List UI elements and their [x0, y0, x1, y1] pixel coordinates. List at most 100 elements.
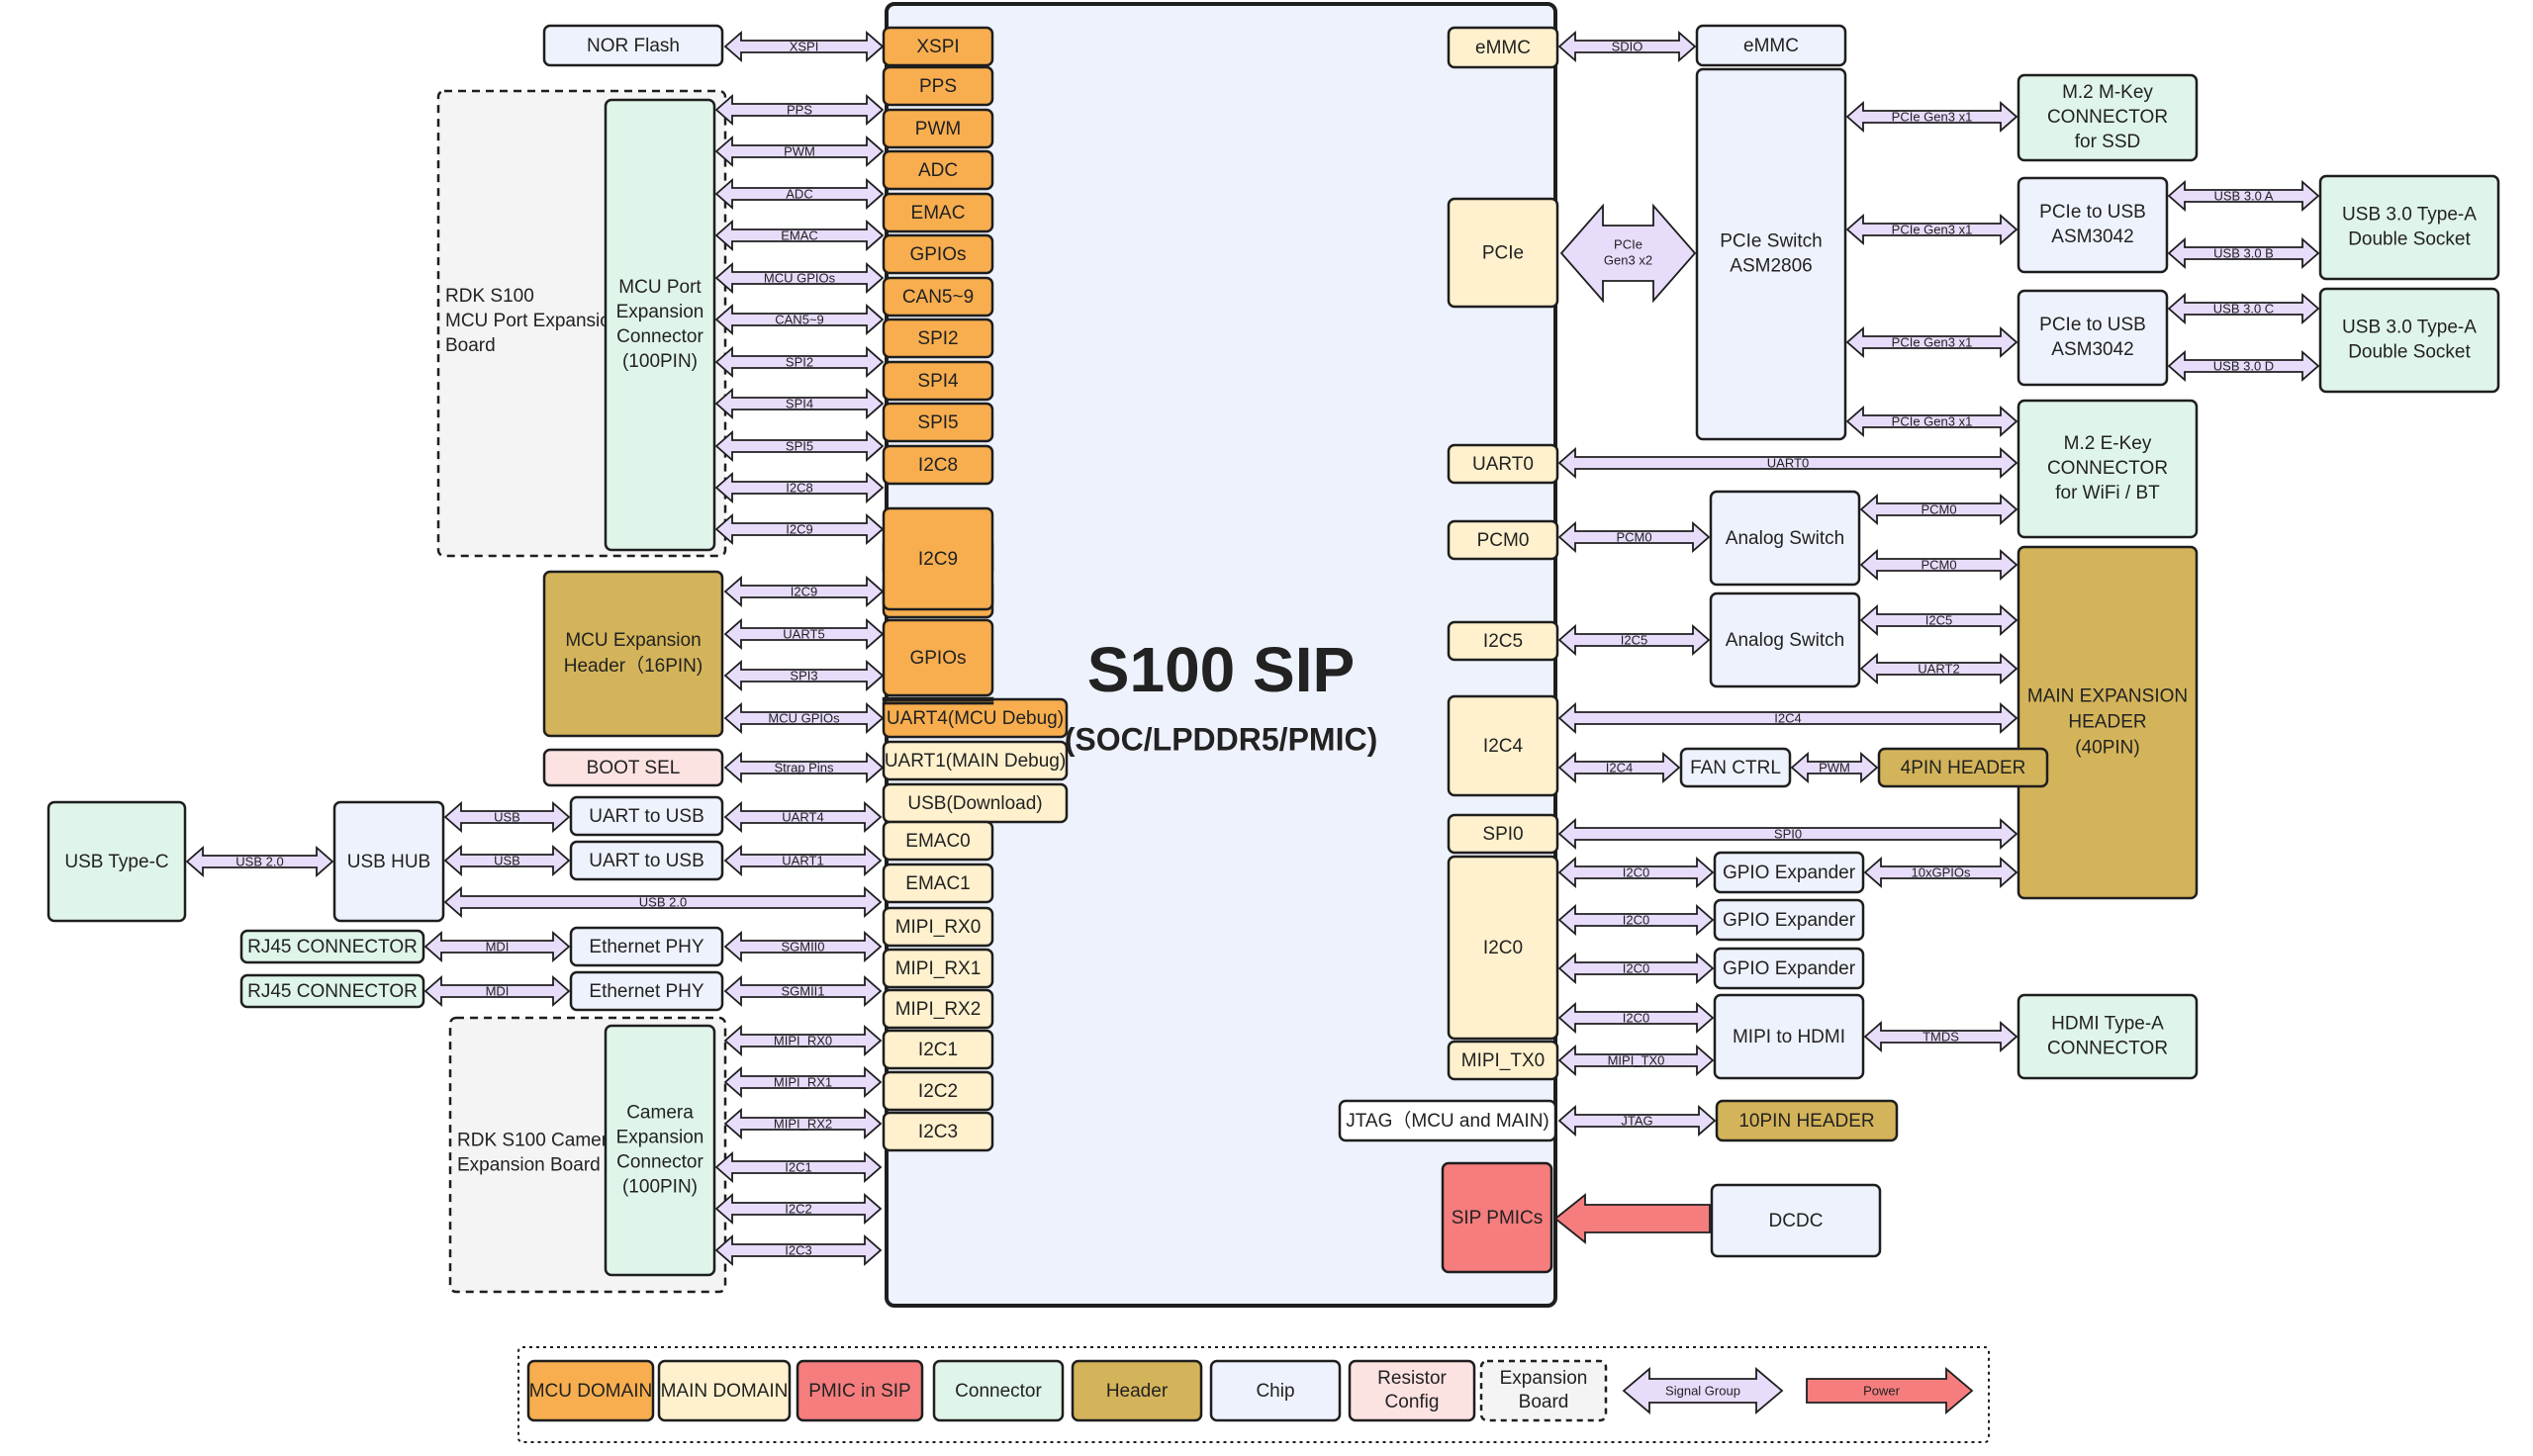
- port-11-label: I2C8: [918, 455, 958, 476]
- sig-spi0: [1557, 818, 2018, 850]
- mcu-port-connector-label-line-1: MCU Port: [618, 277, 702, 298]
- sig-mdi-2-label: MDI: [486, 983, 510, 998]
- sig-i2c5-right: [1859, 604, 2018, 636]
- mcu-port-connector: [604, 98, 716, 552]
- port-6-label: GPIOs: [909, 244, 966, 265]
- sig-cam-i2c-1-label: I2C1: [785, 1159, 811, 1174]
- sig-mcuhdr-4: [723, 702, 885, 734]
- port-9: [882, 360, 994, 402]
- sig-pcm0-m2e-label: PCM0: [1921, 501, 1956, 516]
- main-expansion-header-label-line-3: (40PIN): [2075, 738, 2139, 759]
- sig-mcuhdr-2: [723, 618, 885, 650]
- sig-sdio: [1557, 31, 1697, 62]
- sig-mcuhdr-4-label: MCU GPIOs: [768, 710, 840, 725]
- port-sip-pmics-label: SIP PMICs: [1452, 1208, 1544, 1228]
- mipi-to-hdmi-chip: [1713, 993, 1865, 1080]
- sig-usb20-download-label: USB 2.0: [639, 894, 687, 909]
- legend-resistor-config-label-line-1: Resistor: [1377, 1368, 1447, 1389]
- sig-uart4: [723, 801, 883, 833]
- sig-spi0-label: SPI0: [1774, 826, 1802, 841]
- sig-pcie-x2: [1559, 203, 1697, 304]
- pcie-to-usb-1-label-line-1: PCIe to USB: [2039, 202, 2146, 223]
- legend-main-domain: [657, 1359, 792, 1422]
- sig-pcie-x2-label-line-2: Gen3 x2: [1604, 252, 1652, 267]
- usb-typec-connector: [47, 800, 187, 923]
- ethernet-phy-1-label: Ethernet PHY: [589, 937, 704, 957]
- port-2-label: PPS: [919, 76, 957, 97]
- legend-mcu-domain-label: MCU DOMAIN: [529, 1381, 653, 1402]
- rj45-connector-2-label: RJ45 CONNECTOR: [247, 981, 418, 1002]
- ethernet-phy-2-label: Ethernet PHY: [589, 981, 704, 1002]
- sig-left-10: [714, 472, 885, 503]
- legend-power-label: Power: [1863, 1383, 1901, 1398]
- sig-sgmii1-label: SGMII1: [781, 983, 824, 998]
- sig-i2c0-3-label: I2C0: [1623, 960, 1649, 975]
- usb-hub-chip-label: USB HUB: [347, 852, 430, 872]
- sig-pcie-x1-usb2-label: PCIe Gen3 x1: [1892, 334, 1973, 349]
- port-9-label: SPI4: [917, 371, 959, 392]
- port-12: [882, 506, 994, 611]
- main-expansion-header-label-line-2: HEADER: [2068, 712, 2146, 733]
- port-19: [882, 820, 994, 862]
- sig-usb30d-label: USB 3.0 D: [2213, 358, 2274, 373]
- analog-switch-2: [1709, 592, 1861, 688]
- sig-cam-i2c-3-label: I2C3: [785, 1242, 811, 1257]
- sig-left-1-label: PPS: [787, 102, 812, 117]
- sig-pcie-x1-usb1-label: PCIe Gen3 x1: [1892, 222, 1973, 236]
- sig-i2c4-fan: [1557, 752, 1681, 783]
- port-26-label: I2C3: [918, 1122, 958, 1142]
- main-expansion-header: [2017, 545, 2199, 900]
- sig-left-10-label: I2C8: [786, 480, 812, 495]
- ethernet-phy-2: [569, 970, 724, 1012]
- sig-sgmii1: [723, 975, 883, 1007]
- ethernet-phy-1: [569, 926, 724, 967]
- sig-left-1: [714, 94, 885, 126]
- port-12-label: I2C9: [918, 549, 958, 570]
- sig-xspi: [723, 31, 885, 62]
- legend-resistor-config-label-line-2: Config: [1385, 1392, 1440, 1412]
- sig-mdi-1: [423, 931, 571, 962]
- sig-usb-2-label: USB: [494, 853, 520, 867]
- sig-usb30a-label: USB 3.0 A: [2214, 188, 2274, 203]
- sig-uart2-label: UART2: [1918, 661, 1959, 676]
- mcu-port-connector-label-line-3: Connector: [616, 326, 704, 347]
- sig-mcuhdr-1: [723, 576, 885, 607]
- legend-power-arrow: [1806, 1367, 1974, 1414]
- port-emmc-label: eMMC: [1475, 38, 1531, 58]
- uart-to-usb-2-label: UART to USB: [589, 851, 704, 871]
- sig-i2c0-3: [1557, 953, 1715, 984]
- sig-pcie-x1-ssd-label: PCIe Gen3 x1: [1892, 109, 1973, 124]
- port-mipi-tx0-label: MIPI_TX0: [1461, 1050, 1545, 1071]
- sig-left-2: [714, 136, 885, 167]
- sig-left-4: [714, 220, 885, 251]
- port-i2c0-label: I2C0: [1483, 938, 1523, 958]
- port-spi0-label: SPI0: [1482, 824, 1523, 845]
- sig-i2c5-left-label: I2C5: [1621, 632, 1647, 647]
- legend-header: [1071, 1359, 1203, 1422]
- port-8: [882, 318, 994, 359]
- sig-left-8: [714, 388, 885, 419]
- m2-mkey-connector-label-line-1: M.2 M-Key: [2062, 82, 2153, 103]
- port-uart0: [1447, 443, 1559, 485]
- fan-ctrl-chip-label: FAN CTRL: [1690, 758, 1781, 778]
- sig-pcie-x1-ssd: [1845, 101, 2018, 133]
- port-21-label: MIPI_RX0: [895, 917, 982, 938]
- port-i2c0: [1447, 855, 1559, 1041]
- fan-ctrl-chip: [1679, 747, 1792, 788]
- dcdc-chip: [1710, 1183, 1882, 1258]
- sig-cam-i2c-2: [714, 1193, 883, 1225]
- port-21: [882, 906, 994, 948]
- usb3-socket-2: [2318, 287, 2500, 394]
- sip-subtitle: (SOC/LPDDR5/PMIC): [1065, 721, 1377, 757]
- sig-i2c4-fan-label: I2C4: [1606, 760, 1633, 774]
- port-17-label: UART1(MAIN Debug): [885, 751, 1066, 772]
- sig-pcm0-left: [1557, 521, 1711, 553]
- sig-pcm0-header-label: PCM0: [1921, 557, 1956, 572]
- sig-tmds: [1863, 1021, 2018, 1052]
- sig-usb20-typec: [185, 846, 334, 877]
- port-16-label: UART4(MCU Debug): [887, 708, 1064, 729]
- sig-usb30c: [2167, 293, 2320, 324]
- camera-connector-label-line-2: Expansion: [616, 1128, 704, 1148]
- mcu-port-connector-label-line-4: (100PIN): [622, 351, 698, 372]
- port-5-label: EMAC: [911, 203, 966, 224]
